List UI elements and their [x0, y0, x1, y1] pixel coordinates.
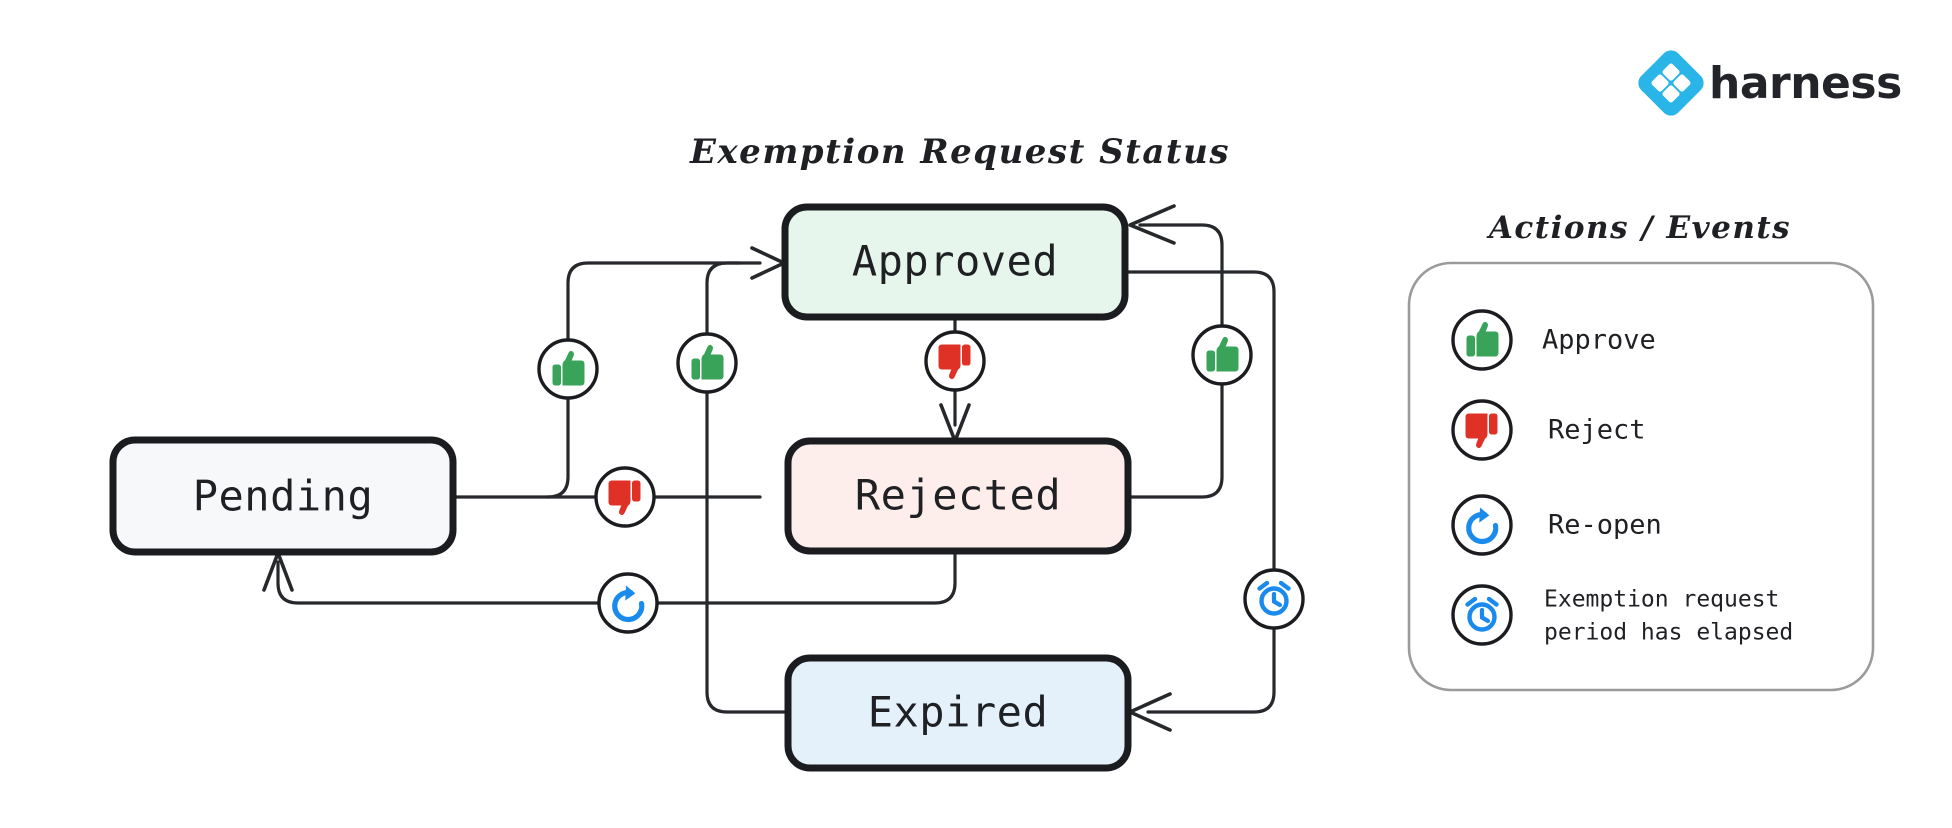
edge-badges-layer	[537, 324, 1305, 634]
legend: Actions / Events Approve Reject	[1407, 210, 1875, 692]
edge-rejected-to-pending-a	[654, 549, 957, 605]
node-pending-label: Pending	[193, 472, 374, 521]
edge-rejected-to-approved-a	[1123, 382, 1224, 499]
badge-reject-pending-rejected[interactable]	[594, 466, 656, 528]
edge-approved-to-expired-a	[1123, 270, 1276, 572]
legend-item-label: Exemption request	[1544, 587, 1779, 613]
legend-item-label-line2: period has elapsed	[1544, 620, 1793, 646]
node-rejected[interactable]: Rejected	[784, 437, 1132, 555]
legend-item-approve[interactable]: Approve	[1451, 309, 1656, 371]
legend-item-label: Approve	[1542, 325, 1656, 356]
nodes-layer: Pending Approved Rejected Expired	[109, 203, 1132, 772]
arrowhead-into-approved-right	[1128, 204, 1176, 245]
edge-expired-to-approved-a	[705, 391, 790, 714]
brand-logo: harness	[1638, 50, 1902, 116]
edge-pending-to-approved-top	[566, 261, 742, 342]
badge-approve-rejected-approved[interactable]	[1191, 324, 1253, 386]
edge-approved-to-expired-b	[1146, 626, 1276, 714]
node-approved[interactable]: Approved	[781, 203, 1129, 321]
edge-rejected-to-pending-b	[276, 560, 602, 605]
page-title: Exemption Request Status	[689, 132, 1230, 172]
legend-item-label: Reject	[1548, 415, 1646, 446]
legend-title: Actions / Events	[1486, 210, 1791, 246]
node-approved-label: Approved	[852, 237, 1058, 286]
legend-item-reopen[interactable]: Re-open	[1451, 494, 1662, 556]
brand-name: harness	[1709, 58, 1902, 109]
legend-panel	[1407, 261, 1875, 692]
badge-approve-pending-approved[interactable]	[537, 338, 599, 400]
edge-pending-to-approved	[546, 397, 570, 499]
badge-reject-approved-rejected[interactable]	[924, 330, 986, 392]
badge-reopen-rejected-pending[interactable]	[597, 572, 659, 634]
legend-item-elapsed[interactable]: Exemption request period has elapsed	[1451, 584, 1793, 646]
edge-expired-to-approved-b	[705, 261, 762, 336]
edges-layer	[262, 204, 1276, 732]
node-expired-label: Expired	[868, 688, 1049, 737]
badge-approve-expired-approved[interactable]	[676, 332, 738, 394]
edge-rejected-to-approved-b	[1138, 223, 1224, 327]
node-pending[interactable]: Pending	[109, 436, 457, 556]
legend-item-label: Re-open	[1548, 510, 1662, 541]
harness-diamond-logo-icon	[1638, 50, 1704, 116]
legend-item-reject[interactable]: Reject	[1451, 399, 1646, 461]
node-rejected-label: Rejected	[855, 471, 1061, 520]
badge-elapsed-approved-expired[interactable]	[1243, 568, 1305, 630]
node-expired[interactable]: Expired	[784, 654, 1132, 772]
